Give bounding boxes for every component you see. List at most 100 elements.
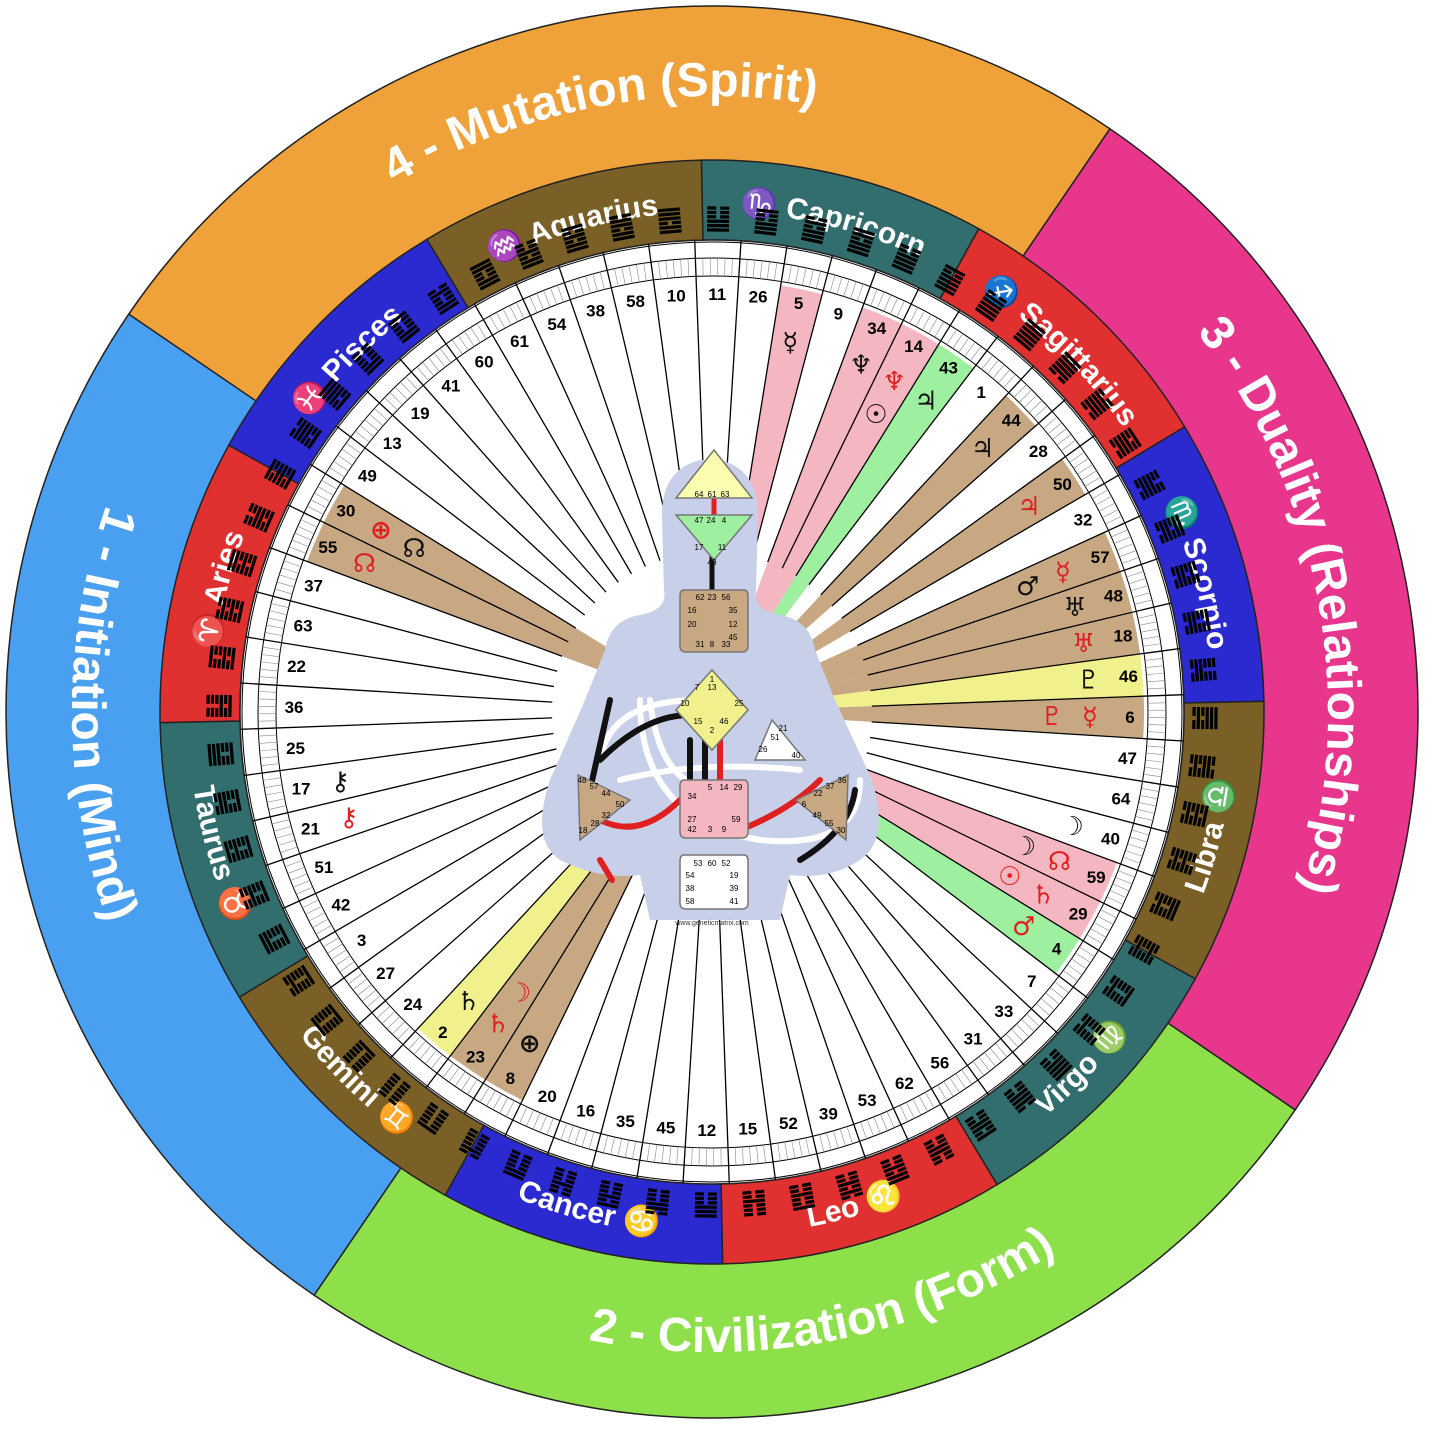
gate-number: 63 [294, 616, 313, 635]
hexagram-line-broken [478, 1137, 488, 1145]
line-tick [1132, 592, 1151, 598]
hexagram-line-broken [1149, 471, 1157, 481]
hexagram-line-broken [217, 596, 223, 606]
hexagram-glyph [608, 212, 635, 242]
line-tick [428, 357, 440, 372]
root-gate-label: 53 [694, 859, 703, 868]
g-gate-label: 46 [720, 717, 729, 726]
gate-number: 40 [1101, 829, 1120, 848]
hexagram-line-solid [596, 1201, 619, 1209]
line-tick [1052, 428, 1067, 440]
hexagram-line-broken [474, 1145, 484, 1153]
hexagram-line-broken [1201, 720, 1205, 730]
hexagram-glyph [416, 1101, 450, 1136]
line-tick [259, 741, 278, 744]
line-tick [1011, 1028, 1024, 1043]
line-tick [805, 1137, 810, 1156]
hexagram-line-solid [401, 327, 421, 344]
line-tick [763, 1144, 766, 1163]
hexagram-line-broken [805, 215, 815, 221]
planet-symbol: ⊕ [519, 1029, 541, 1059]
g-gate-label: 7 [695, 683, 700, 692]
hexagram-line-broken [403, 317, 413, 326]
line-tick [829, 274, 836, 293]
hexagram-line-broken [518, 1166, 528, 1173]
gate-divider [863, 557, 1159, 661]
hexagram-line-broken [273, 925, 281, 935]
hexagram-line-broken [421, 1112, 432, 1121]
hexagram-line-broken [215, 694, 219, 704]
hexagram-line-solid [231, 838, 241, 861]
line-tick [592, 273, 598, 292]
hexagram-line-broken [366, 348, 376, 358]
gate-number: 10 [667, 287, 686, 306]
throat-gate-label: 20 [688, 620, 697, 629]
line-tick [815, 271, 821, 289]
hexagram-line-broken [608, 215, 619, 221]
bodygraph-url: www.geneticmatrix.com [674, 920, 749, 927]
hexagram-line-broken [1116, 995, 1125, 1005]
hexagram-line-solid [659, 224, 682, 230]
hexagram-line-solid [793, 1203, 816, 1212]
line-tick [539, 1115, 548, 1133]
hexagram-line-solid [228, 694, 232, 718]
line-tick [260, 756, 279, 759]
gate-number: 47 [1118, 749, 1137, 768]
hexagram-line-solid [848, 243, 870, 254]
line-tick [1134, 599, 1153, 605]
hexagram-line-broken [396, 1087, 406, 1096]
gate-number: 55 [318, 538, 337, 557]
root-gate-label: 38 [686, 884, 695, 893]
hexagram-line-broken [1123, 429, 1132, 439]
line-tick [1073, 458, 1089, 469]
hexagram-line-broken [235, 600, 241, 610]
hexagram-line-broken [429, 1101, 439, 1110]
hexagram-line-solid [387, 310, 407, 327]
gate-number: 23 [466, 1048, 485, 1067]
hexagram-line-solid [892, 259, 915, 271]
hexagram-line-broken [427, 289, 437, 297]
gate-divider [808, 336, 999, 586]
hexagram-line-solid [292, 419, 308, 440]
solar-plexus-gate-label: 6 [802, 800, 807, 809]
hexagram-line-broken [623, 225, 634, 231]
hexagram-line-broken [399, 1084, 409, 1093]
gate-number: 42 [331, 895, 350, 914]
hexagram-glyph [1003, 1080, 1037, 1114]
gate-divider [546, 861, 657, 1155]
hexagram-line-broken [565, 1178, 575, 1185]
line-tick [464, 331, 475, 347]
hexagram-glyph [1149, 891, 1182, 922]
line-tick [1100, 909, 1117, 919]
line-tick [529, 296, 538, 313]
hexagram-line-broken [1141, 938, 1149, 948]
line-tick [981, 355, 994, 370]
hexagram-glyph [706, 206, 730, 232]
gate-number: 48 [1104, 587, 1123, 606]
line-tick [989, 1047, 1002, 1063]
line-tick [489, 315, 499, 332]
hexagram-line-broken [289, 987, 297, 997]
hexagram-line-broken [1112, 992, 1121, 1003]
line-tick [658, 261, 661, 280]
g-gate-label: 13 [708, 683, 717, 692]
hexagram-line-solid [1015, 331, 1035, 349]
gate-divider [473, 303, 633, 575]
hexagram-line-broken [1108, 439, 1117, 449]
hexagram-line-solid [883, 1162, 905, 1174]
hexagram-line-solid [504, 1165, 526, 1177]
hexagram-line-broken [217, 659, 222, 669]
hexagram-line-broken [231, 852, 237, 863]
ajna-gate-label: 24 [707, 516, 716, 525]
line-tick [741, 1146, 744, 1165]
ego-gate-label: 26 [759, 745, 768, 754]
solar-plexus-gate-label: 49 [813, 811, 822, 820]
root-center [679, 854, 749, 910]
hexagram-line-broken [898, 247, 908, 254]
gate-divider [636, 869, 688, 1179]
hexagram-line-broken [562, 1187, 573, 1194]
hexagram-line-solid [1170, 848, 1181, 870]
line-tick [1141, 788, 1160, 792]
hexagram-glyph [1154, 514, 1186, 544]
gate-divider [463, 847, 629, 1115]
